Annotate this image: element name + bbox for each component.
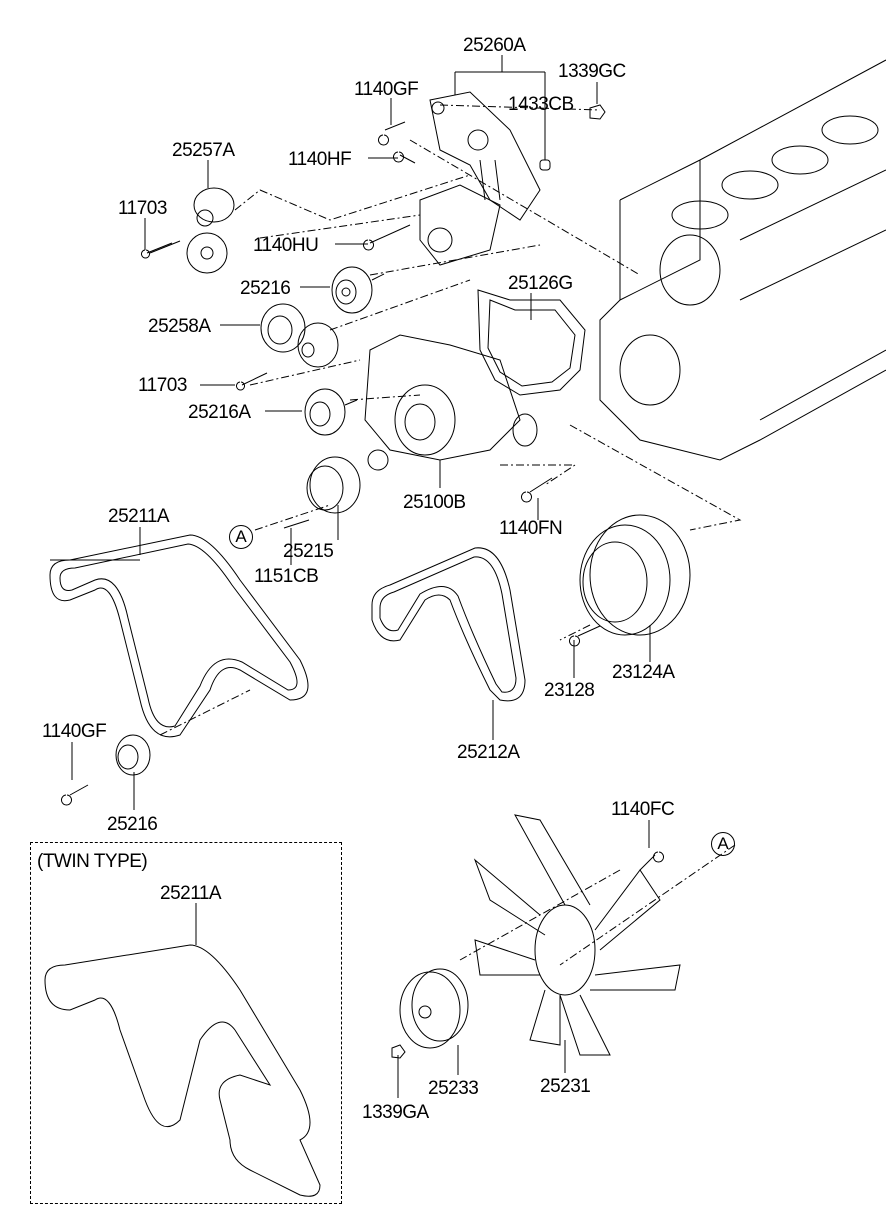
nut-1339GC (589, 104, 606, 120)
part-label-25258A[interactable]: 25258A (148, 316, 211, 337)
idler-pulley-25216-top (331, 266, 385, 314)
water-pump-housing (419, 184, 501, 266)
bolt-1140FC (639, 851, 664, 871)
tensioner-25257A (149, 187, 235, 274)
bolt-11703-top (141, 242, 173, 259)
part-label-1433CB[interactable]: 1433CB (508, 94, 574, 115)
part-label-25211A[interactable]: 25211A (108, 506, 170, 527)
part-label-23124A[interactable]: 23124A (612, 662, 675, 683)
bolt-23128 (569, 625, 601, 647)
engine-block (599, 59, 886, 461)
water-pump-25100B (364, 334, 538, 471)
part-label-1140HU[interactable]: 1140HU (253, 235, 319, 256)
bolt-1140FN (521, 477, 553, 503)
part-label-1140FC[interactable]: 1140FC (611, 799, 675, 820)
part-label-11703-mid[interactable]: 11703 (138, 375, 187, 396)
belt-25212A (371, 547, 526, 702)
part-label-25216A[interactable]: 25216A (188, 402, 251, 423)
part-label-25215[interactable]: 25215 (283, 541, 334, 562)
stud-1151CB (283, 519, 310, 529)
twin-type-note: (TWIN TYPE) (37, 851, 148, 872)
ref-marker-a-2: A (711, 832, 735, 856)
bolt-1140GF-top (378, 121, 406, 146)
bolt-11703-mid (236, 372, 268, 391)
idler-pulley-25216A (304, 388, 358, 436)
ref-marker-a-1: A (229, 525, 253, 549)
bolt-1140HF (393, 151, 416, 164)
belt-25211A-twin (44, 944, 321, 1197)
part-label-1140HF[interactable]: 1140HF (288, 149, 352, 170)
pulley-25215 (306, 456, 361, 514)
belt-25211A (49, 534, 309, 738)
part-label-1140GF-top[interactable]: 1140GF (354, 79, 419, 100)
part-label-25100B[interactable]: 25100B (403, 492, 466, 513)
bolt-1140HU (363, 224, 411, 251)
part-label-11703-top[interactable]: 11703 (118, 198, 167, 219)
crank-pulley-23124A (579, 514, 691, 636)
part-label-25257A[interactable]: 25257A (172, 140, 235, 161)
pulley-25258A (260, 303, 339, 368)
part-label-25233[interactable]: 25233 (428, 1078, 479, 1099)
part-label-25211A-twin[interactable]: 25211A (160, 883, 222, 904)
part-label-1339GC[interactable]: 1339GC (558, 61, 626, 82)
leader-25260A (454, 55, 546, 160)
part-label-25216-top[interactable]: 25216 (240, 278, 291, 299)
twin-type-box (30, 842, 342, 1204)
idler-pulley-25216-bottom (115, 734, 151, 776)
fan-25231 (473, 814, 681, 1056)
bracket-25260A (429, 91, 541, 221)
part-label-1339GA[interactable]: 1339GA (362, 1102, 429, 1123)
bolt-1140GF-bottom (61, 784, 89, 806)
part-label-1151CB[interactable]: 1151CB (254, 566, 319, 587)
part-label-25212A[interactable]: 25212A (457, 742, 520, 763)
part-label-25126G[interactable]: 25126G (508, 273, 573, 294)
part-label-25231[interactable]: 25231 (540, 1076, 591, 1097)
part-label-25216-bottom[interactable]: 25216 (107, 814, 158, 835)
part-label-1140GF-bottom[interactable]: 1140GF (42, 721, 107, 742)
part-label-25260A[interactable]: 25260A (463, 35, 526, 56)
gasket-25126G (477, 289, 586, 396)
nut-1339GA (391, 1044, 406, 1059)
fan-clutch-25233 (399, 968, 469, 1049)
part-label-23128[interactable]: 23128 (544, 680, 595, 701)
part-label-1140FN[interactable]: 1140FN (499, 518, 563, 539)
